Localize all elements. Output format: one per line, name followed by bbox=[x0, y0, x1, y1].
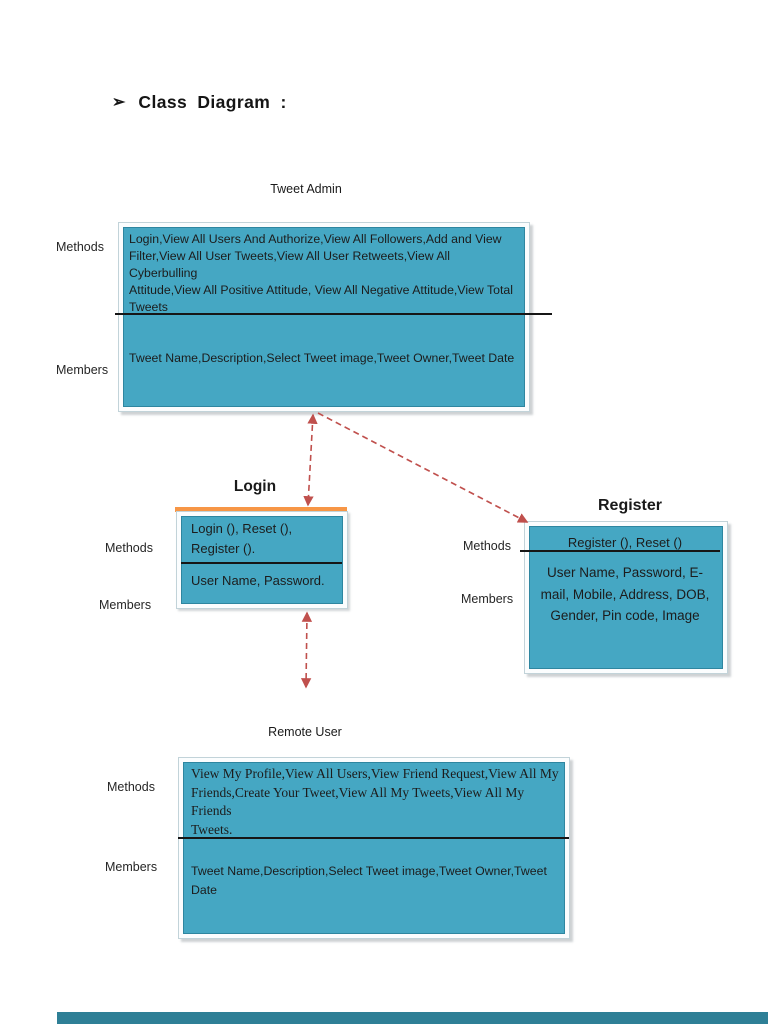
register-methods-text: Register (), Reset () bbox=[567, 535, 683, 550]
class-title-login: Login bbox=[233, 478, 277, 495]
class-title-remote-user: Remote User bbox=[268, 725, 342, 739]
page-title: ➢ Class Diagram : bbox=[112, 92, 287, 113]
login-top-accent-bar bbox=[175, 507, 347, 512]
login-methods-text: Login (), Reset (), Register (). bbox=[191, 521, 293, 556]
arrow-login-remoteuser bbox=[300, 611, 313, 689]
members-label-tweet-admin: Members bbox=[56, 363, 109, 377]
register-divider-line bbox=[520, 550, 720, 552]
register-members-text: User Name, Password, E- mail, Mobile, Ad… bbox=[540, 565, 710, 623]
arrow-bullet-icon: ➢ bbox=[112, 93, 126, 111]
login-members-text: User Name, Password. bbox=[191, 573, 325, 588]
methods-label-login: Methods bbox=[105, 541, 153, 555]
login-divider-line bbox=[181, 562, 342, 564]
remote-user-methods-text: View My Profile,View All Users,View Frie… bbox=[191, 766, 559, 837]
methods-label-tweet-admin: Methods bbox=[56, 240, 104, 254]
class-box-register bbox=[524, 521, 728, 674]
class-title-tweet-admin: Tweet Admin bbox=[270, 182, 342, 196]
tweet-admin-divider-line bbox=[115, 313, 552, 315]
tweet-admin-members-text: Tweet Name,Description,Select Tweet imag… bbox=[129, 351, 515, 365]
class-box-remote-user-fill bbox=[183, 762, 565, 934]
members-label-login: Members bbox=[99, 598, 152, 612]
class-box-login bbox=[176, 511, 348, 609]
methods-label-register: Methods bbox=[463, 539, 511, 553]
class-box-tweet-admin-fill bbox=[123, 227, 525, 407]
page-title-text: Class Diagram : bbox=[138, 92, 287, 112]
remote-user-members-text: Tweet Name,Description,Select Tweet imag… bbox=[191, 864, 547, 897]
class-box-tweet-admin bbox=[118, 222, 530, 412]
class-box-register-fill bbox=[529, 526, 723, 669]
members-label-register: Members bbox=[461, 592, 514, 606]
members-label-remote-user: Members bbox=[105, 860, 158, 874]
methods-label-remote-user: Methods bbox=[107, 780, 155, 794]
class-box-login-fill bbox=[181, 516, 343, 604]
remote-user-divider-line bbox=[178, 837, 569, 839]
class-box-remote-user bbox=[178, 757, 570, 939]
tweet-admin-methods-text: Login,View All Users And Authorize,View … bbox=[129, 232, 513, 314]
class-title-register: Register bbox=[597, 497, 663, 514]
next-page-edge bbox=[57, 1012, 768, 1024]
arrow-tweetadmin-register bbox=[317, 412, 529, 523]
